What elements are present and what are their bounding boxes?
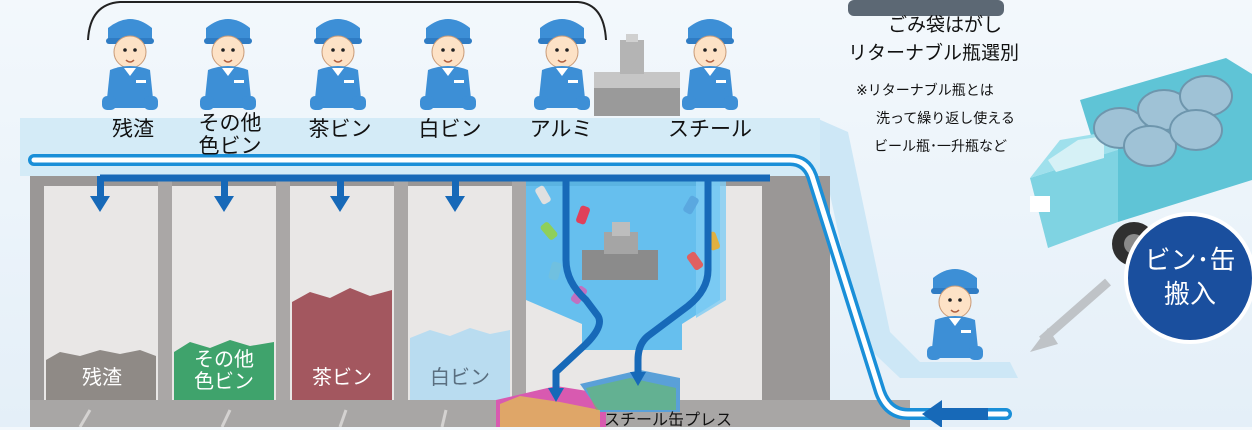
bin-dividers [158, 176, 526, 402]
worker-white [419, 18, 477, 111]
top-tab [848, 0, 1004, 16]
inbound-badge-line1: ビン･缶 [1144, 246, 1236, 276]
conveyor-belt-center [31, 157, 1009, 417]
note-line-2: 洗って繰り返し使える [876, 111, 1015, 127]
worker-label-brown: 茶ビン [308, 117, 372, 141]
bin-label-residue: 残渣 [82, 365, 122, 389]
inbound-belt-arrow [922, 400, 988, 427]
inbound-badge-line2: 搬入 [1163, 280, 1216, 310]
other-color-pile [174, 340, 274, 400]
bin-label-brown: 茶ビン [312, 365, 372, 389]
can-pipes [552, 178, 712, 392]
worker-inbound [926, 268, 984, 361]
worker-other-color [199, 18, 257, 111]
worker-steel [681, 18, 739, 111]
worker-label-steel: スチール [668, 117, 752, 141]
note-line-3: ビール瓶･一升瓶など [874, 139, 1007, 155]
worker-group-bracket [87, 0, 607, 41]
bin-label-white: 白ビン [430, 365, 490, 389]
returnable-sorting-label: リターナブル瓶選別 [848, 42, 1020, 64]
compactor-machine [594, 34, 680, 116]
worker-label-aluminum: アルミ [529, 117, 593, 141]
drop-arrows [90, 176, 465, 212]
flow-arrow [1039, 278, 1111, 344]
worker-label-other-color-line2: 色ビン [198, 134, 262, 158]
bag-removal-label: ごみ袋はがし [888, 14, 1003, 36]
worker-brown [309, 18, 367, 111]
inbound-badge: ビン･缶 搬入 [1126, 244, 1252, 312]
brown-pile [292, 288, 392, 400]
magnet-base [582, 250, 658, 280]
can-pipe-arrows [548, 372, 646, 402]
press-label: スチール缶プレス [604, 410, 733, 429]
floor-lines [78, 409, 448, 427]
bin-label-other-color-line2: 色ビン [194, 369, 254, 393]
worker-label-other-color: その他 色ビン [199, 112, 262, 158]
residue-pile [46, 350, 156, 400]
bin-label-other-color-line1: その他 [194, 347, 254, 371]
note-line-1: ※リターナブル瓶とは [856, 83, 994, 99]
bin-label-other-color: その他 色ビン [194, 348, 254, 392]
platform-top [20, 118, 820, 176]
worker-aluminum [533, 18, 591, 111]
worker-label-white: 白ビン [418, 117, 482, 141]
worker-residue [101, 18, 159, 111]
worker-label-other-color-line1: その他 [198, 111, 262, 135]
falling-cans [535, 185, 720, 305]
inbound-badge-circle [1124, 212, 1252, 344]
delivery-truck [1030, 58, 1252, 266]
worker-label-residue: 残渣 [112, 117, 154, 141]
floor [30, 400, 910, 427]
white-pile [410, 328, 510, 400]
